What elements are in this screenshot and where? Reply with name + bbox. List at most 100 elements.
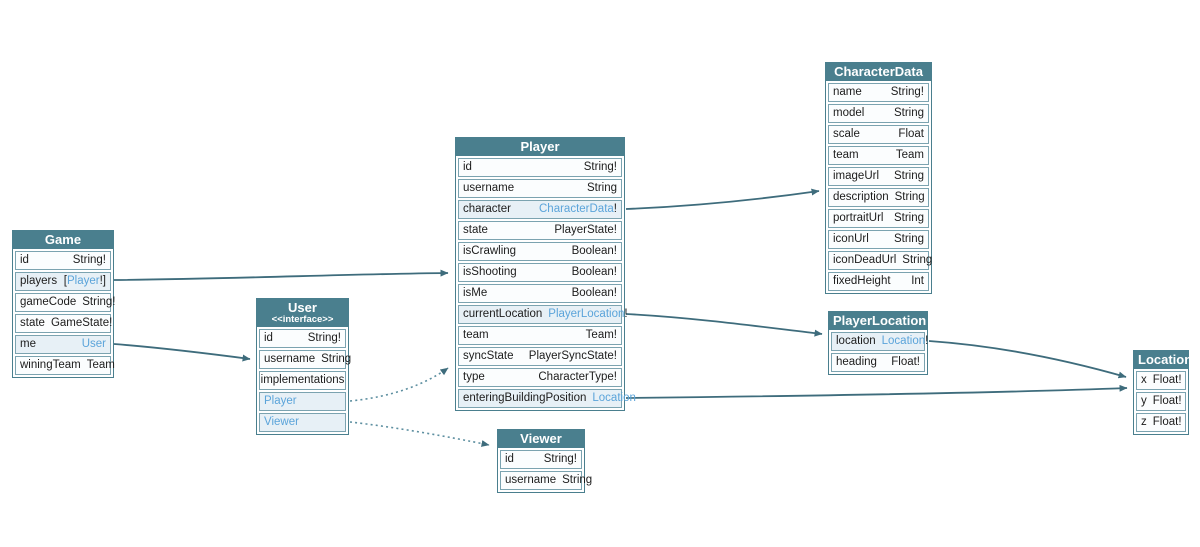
- field-type-suffix: !]: [99, 275, 106, 287]
- field-row-description[interactable]: description String: [828, 188, 929, 207]
- field-name: description: [833, 191, 889, 203]
- field-row-players[interactable]: players[Player!]: [15, 272, 111, 291]
- edge-player-currentlocation: [625, 313, 823, 337]
- node-title-text: Viewer: [520, 431, 562, 446]
- node-title-location[interactable]: Location: [1134, 351, 1192, 369]
- field-type-text: GameState!: [50, 317, 113, 329]
- field-name: enteringBuildingPosition: [463, 392, 587, 404]
- field-type: PlayerSyncState!: [529, 348, 617, 365]
- field-type: Float!: [1153, 372, 1182, 389]
- field-type-text: String!: [890, 86, 924, 98]
- field-name: isMe: [463, 287, 488, 299]
- node-title-game[interactable]: Game: [13, 231, 113, 249]
- node-title-characterdata[interactable]: CharacterData: [826, 63, 931, 81]
- node-title-viewer[interactable]: Viewer: [498, 430, 584, 448]
- field-name: username: [463, 182, 515, 194]
- field-row-type[interactable]: type CharacterType!: [458, 368, 622, 387]
- field-type-suffix: !: [624, 308, 628, 320]
- field-row-isMe[interactable]: isMe Boolean!: [458, 284, 622, 303]
- field-row-Viewer[interactable]: Viewer: [259, 413, 346, 432]
- field-type-text: String: [893, 107, 924, 119]
- field-type: String: [587, 180, 617, 197]
- field-name: isShooting: [463, 266, 517, 278]
- field-name: model: [833, 107, 865, 119]
- field-row-character[interactable]: character CharacterData!: [458, 200, 622, 219]
- field-name: username: [264, 353, 316, 365]
- field-type: Team!: [586, 327, 617, 344]
- field-row-implementations[interactable]: implementations: [259, 371, 346, 390]
- field-type: Float!: [891, 354, 920, 371]
- field-type-suffix: !: [925, 335, 929, 347]
- field-name: character: [463, 203, 511, 215]
- field-name: state: [463, 224, 488, 236]
- field-row-team[interactable]: team Team!: [458, 326, 622, 345]
- field-name: team: [463, 329, 489, 341]
- field-name: type: [463, 371, 485, 383]
- node-title-text: Game: [44, 232, 82, 247]
- field-type-text: String: [902, 254, 933, 266]
- field-name: me: [20, 338, 36, 350]
- node-title-playerlocation[interactable]: PlayerLocation: [829, 312, 927, 330]
- field-type: String: [894, 105, 924, 122]
- edge-game-me: [113, 343, 251, 362]
- field-type-text: Boolean!: [571, 287, 617, 299]
- field-type-text: Float!: [1152, 374, 1182, 386]
- node-title-user[interactable]: User<<interface>>: [257, 299, 348, 327]
- field-type-link: CharacterData: [539, 203, 614, 215]
- field-type-text: String: [586, 182, 617, 194]
- node-title-player[interactable]: Player: [456, 138, 624, 156]
- field-row-username[interactable]: username String: [458, 179, 622, 198]
- field-name: scale: [833, 128, 860, 140]
- field-type-suffix: !: [613, 203, 617, 215]
- field-row-model[interactable]: model String: [828, 104, 929, 123]
- field-type: String: [895, 189, 925, 206]
- field-type-text: String: [893, 170, 924, 182]
- field-row-Player[interactable]: Player: [259, 392, 346, 411]
- field-type: String!: [891, 84, 924, 101]
- field-type: String: [894, 231, 924, 248]
- field-type-text: Team!: [585, 329, 617, 341]
- field-type-text: CharacterType!: [538, 371, 617, 383]
